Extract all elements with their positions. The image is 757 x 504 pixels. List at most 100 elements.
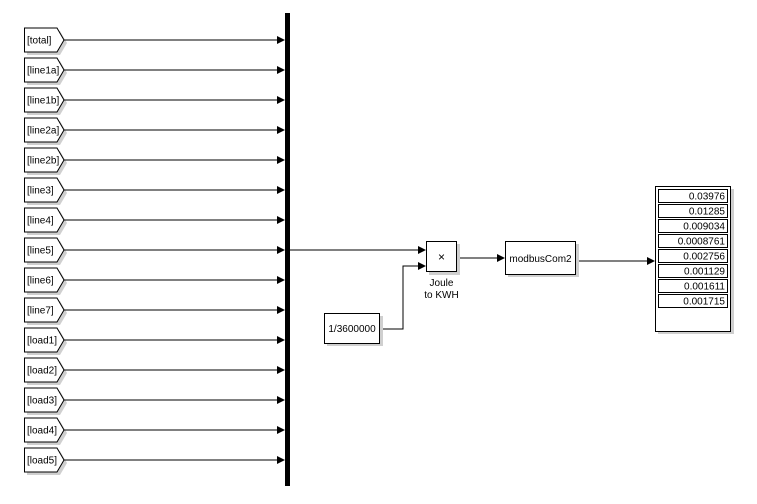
display-cell-value: 0.01285 <box>689 207 726 218</box>
display-cell: 0.0008761 <box>658 234 728 248</box>
arrow-head <box>277 96 285 104</box>
display-cell-box <box>658 249 728 263</box>
from-tag-label: [line5] <box>27 246 54 257</box>
display-cell-value: 0.001611 <box>684 282 725 293</box>
modbus-label: modbusCom2 <box>509 254 572 265</box>
arrow-head <box>647 257 655 265</box>
display-cell: 0.002756 <box>658 249 728 263</box>
arrow-head <box>277 246 285 254</box>
from-tag-label: [line6] <box>27 276 54 287</box>
from-tag-block[interactable]: [load5] <box>24 447 68 475</box>
from-tag-label: [line2b] <box>27 156 59 167</box>
arrow-head <box>277 126 285 134</box>
from-tag-label: [line7] <box>27 306 54 317</box>
display-cell-box <box>658 189 728 203</box>
display-cell-value: 0.001129 <box>684 267 725 278</box>
from-tag-label: [load5] <box>27 456 57 467</box>
display-cell: 0.009034 <box>658 219 728 233</box>
from-tag-shape <box>24 327 65 353</box>
from-tag-shape <box>24 237 65 263</box>
product-block[interactable]: × <box>426 241 461 276</box>
from-tag-shape <box>24 207 65 233</box>
display-cell-box <box>658 294 728 308</box>
arrow-head <box>277 36 285 44</box>
from-tag-shape <box>24 297 65 323</box>
display-cell: 0.01285 <box>658 204 728 218</box>
mux-bar[interactable] <box>285 13 290 486</box>
from-tag-block[interactable]: [load2] <box>24 357 68 385</box>
from-tag-label: [load4] <box>27 426 57 437</box>
from-tag-shape <box>24 447 65 473</box>
from-tag-shape <box>24 417 65 443</box>
arrow-head <box>277 396 285 404</box>
from-tag-label: [load3] <box>27 396 57 407</box>
display-cell-box <box>658 204 728 218</box>
display-cell: 0.001715 <box>658 294 728 308</box>
display-cell-value: 0.009034 <box>683 222 725 233</box>
from-tag-shape <box>24 87 65 113</box>
from-tag-shape <box>24 117 65 143</box>
from-tag-label: [line2a] <box>27 126 59 137</box>
from-tag-shape <box>24 57 65 83</box>
modbus-block[interactable]: modbusCom2 <box>505 241 580 278</box>
constant-output-wire[interactable] <box>380 265 424 330</box>
from-tag-label: [line1a] <box>27 66 59 77</box>
from-tag-block[interactable]: [line5] <box>24 237 68 265</box>
display-cell-box <box>658 219 728 233</box>
arrow-head <box>277 156 285 164</box>
from-tags-group: [total] [line1a] [line1b] [line2a] [line2b] [… <box>24 27 68 475</box>
arrow-head <box>497 254 505 262</box>
from-tag-block[interactable]: [line4] <box>24 207 68 235</box>
from-tag-shape <box>24 267 65 293</box>
signal-wires-group <box>64 36 655 464</box>
arrow-head <box>277 456 285 464</box>
constant-value: 1/3600000 <box>328 324 376 335</box>
from-tag-label: [line1b] <box>27 96 59 107</box>
from-tag-shape <box>24 177 65 203</box>
from-tag-label: [load1] <box>27 336 57 347</box>
arrow-head <box>277 336 285 344</box>
from-tag-label: [line4] <box>27 216 54 227</box>
arrow-head <box>277 366 285 374</box>
from-tag-label: [load2] <box>27 366 57 377</box>
from-tag-block[interactable]: [total] <box>24 27 68 55</box>
from-tag-block[interactable]: [line7] <box>24 297 68 325</box>
from-tag-block[interactable]: [load3] <box>24 387 68 415</box>
display-cell-box <box>658 279 728 293</box>
arrow-head <box>277 306 285 314</box>
from-tag-block[interactable]: [line2a] <box>24 117 68 145</box>
from-tag-block[interactable]: [line1b] <box>24 87 68 115</box>
display-cell-value: 0.03976 <box>689 192 726 203</box>
from-tag-shape <box>24 27 65 53</box>
from-tag-label: [total] <box>27 36 52 47</box>
arrow-head <box>418 246 426 254</box>
display-cell-box <box>658 234 728 248</box>
product-symbol: × <box>438 250 445 264</box>
product-caption-line2: to KWH <box>424 290 458 301</box>
display-cell-value: 0.0008761 <box>678 237 726 248</box>
display-cell: 0.03976 <box>658 189 728 203</box>
from-tag-label: [line3] <box>27 186 54 197</box>
arrow-head <box>277 276 285 284</box>
arrow-head <box>277 426 285 434</box>
from-tag-shape <box>24 387 65 413</box>
from-tag-block[interactable]: [load1] <box>24 327 68 355</box>
constant-block[interactable]: 1/3600000 <box>324 313 384 347</box>
from-tag-shape <box>24 357 65 383</box>
display-cell-box <box>658 264 728 278</box>
from-tag-block[interactable]: [line1a] <box>24 57 68 85</box>
arrow-head <box>277 186 285 194</box>
display-cell-value: 0.002756 <box>683 252 725 263</box>
from-tag-block[interactable]: [line6] <box>24 267 68 295</box>
from-tag-block[interactable]: [load4] <box>24 417 68 445</box>
from-tag-block[interactable]: [line3] <box>24 177 68 205</box>
from-tag-shape <box>24 147 65 173</box>
from-tag-block[interactable]: [line2b] <box>24 147 68 175</box>
arrow-head <box>277 66 285 74</box>
arrow-head <box>277 216 285 224</box>
display-cell: 0.001611 <box>658 279 728 293</box>
display-cell-value: 0.001715 <box>683 297 725 308</box>
product-caption-line1: Joule <box>430 278 454 289</box>
display-cell: 0.001129 <box>658 264 728 278</box>
